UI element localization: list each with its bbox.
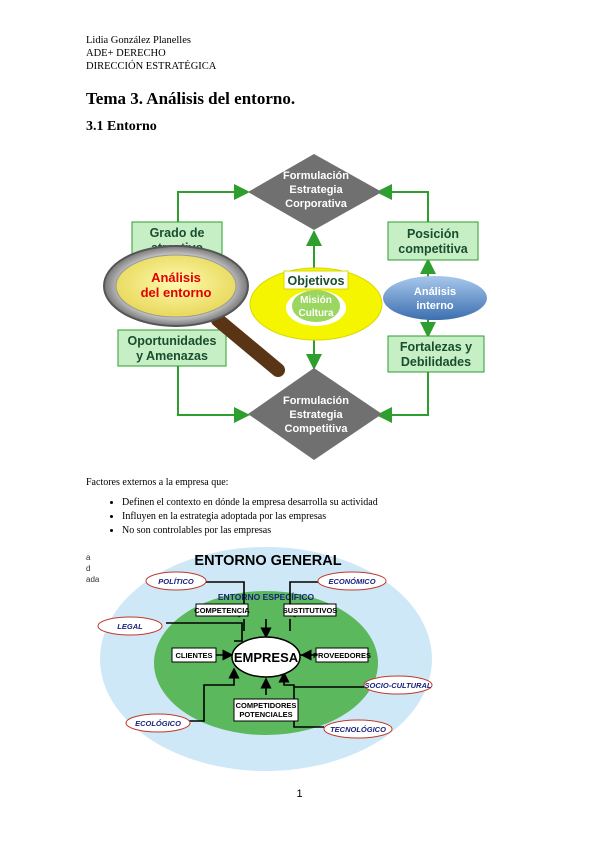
sociocultural-label: SOCIO-CULTURAL <box>365 681 432 690</box>
cultura-label: Cultura <box>299 308 334 319</box>
intro-text: Factores externos a la empresa que: <box>86 477 229 488</box>
oport-line-2: y Amenazas <box>136 349 208 363</box>
clientes-label: CLIENTES <box>175 651 212 660</box>
empresa-label: EMPRESA <box>234 650 299 665</box>
specific-title: ENTORNO ESPECÍFICO <box>218 592 315 602</box>
list-item: No son controlables por las empresas <box>122 524 378 538</box>
page-number: 1 <box>296 788 303 800</box>
section-heading: 3.1 Entorno <box>86 119 157 134</box>
text-fragment: a <box>86 553 91 562</box>
fortalezas-box <box>387 335 485 373</box>
general-title: ENTORNO GENERAL <box>194 553 341 569</box>
header-degree: ADE+ DERECHO <box>86 48 166 59</box>
grado-line-1: Grado de <box>150 226 205 240</box>
page-title: Tema 3. Análisis del entorno. <box>86 89 296 108</box>
strategy-diagram: Formulación Estrategia Corporativa Formu… <box>88 140 516 468</box>
politico-label: POLÍTICO <box>158 577 194 586</box>
economico-label: ECONÓMICO <box>328 577 375 586</box>
mision-label: Misión <box>300 295 332 306</box>
list-item: Definen el contexto en dónde la empresa … <box>122 496 378 510</box>
posicion-box <box>387 221 479 261</box>
sustitutivos-label: SUSTITUTIVOS <box>283 606 338 615</box>
analisis-interno-oval <box>383 276 487 320</box>
proveedores-label: PROVEEDORES <box>313 651 371 660</box>
competidores-line-2: POTENCIALES <box>239 710 292 719</box>
comp-line-3: Competitiva <box>285 423 349 435</box>
legal-label: LEGAL <box>117 622 143 631</box>
ecologico-label: ECOLÓGICO <box>135 719 181 728</box>
list-item: Influyen en la estrategia adoptada por l… <box>122 510 378 524</box>
corp-line-2: Estrategia <box>289 184 343 196</box>
corporate-strategy-diamond <box>248 154 382 230</box>
objetivos-label: Objetivos <box>288 274 345 288</box>
oportunidades-box <box>117 329 227 367</box>
text-fragment: ada <box>86 575 100 584</box>
fort-line-1: Fortalezas y <box>400 340 472 354</box>
competencia-label: COMPETENCIA <box>194 606 250 615</box>
posicion-line-2: competitiva <box>398 242 469 256</box>
header-author: Lidia González Planelles <box>86 35 191 46</box>
header-subject: DIRECCIÓN ESTRATÉGICA <box>86 61 217 72</box>
fort-line-2: Debilidades <box>401 355 471 369</box>
comp-line-2: Estrategia <box>289 409 343 421</box>
analisis-entorno-line-2: del entorno <box>141 285 212 300</box>
empresa-ellipse <box>231 636 301 678</box>
oport-line-1: Oportunidades <box>128 334 217 348</box>
interno-line-1: Análisis <box>414 286 456 298</box>
environment-diagram: ENTORNO GENERAL ENTORNO ESPECÍFICO COMPE… <box>97 547 433 771</box>
posicion-line-1: Posición <box>407 227 459 241</box>
bullet-list: Definen el contexto en dónde la empresa … <box>86 496 378 538</box>
competidores-line-1: COMPETIDORES <box>236 701 297 710</box>
analisis-entorno-line-1: Análisis <box>151 270 201 285</box>
tecnologico-label: TECNOLÓGICO <box>330 725 386 734</box>
interno-line-2: interno <box>416 300 454 312</box>
text-fragment: d <box>86 564 91 573</box>
magnifier-icon <box>103 245 285 377</box>
competitive-strategy-diamond <box>248 368 382 460</box>
comp-line-1: Formulación <box>283 395 349 407</box>
corp-line-1: Formulación <box>283 170 349 182</box>
corp-line-3: Corporativa <box>285 198 348 210</box>
